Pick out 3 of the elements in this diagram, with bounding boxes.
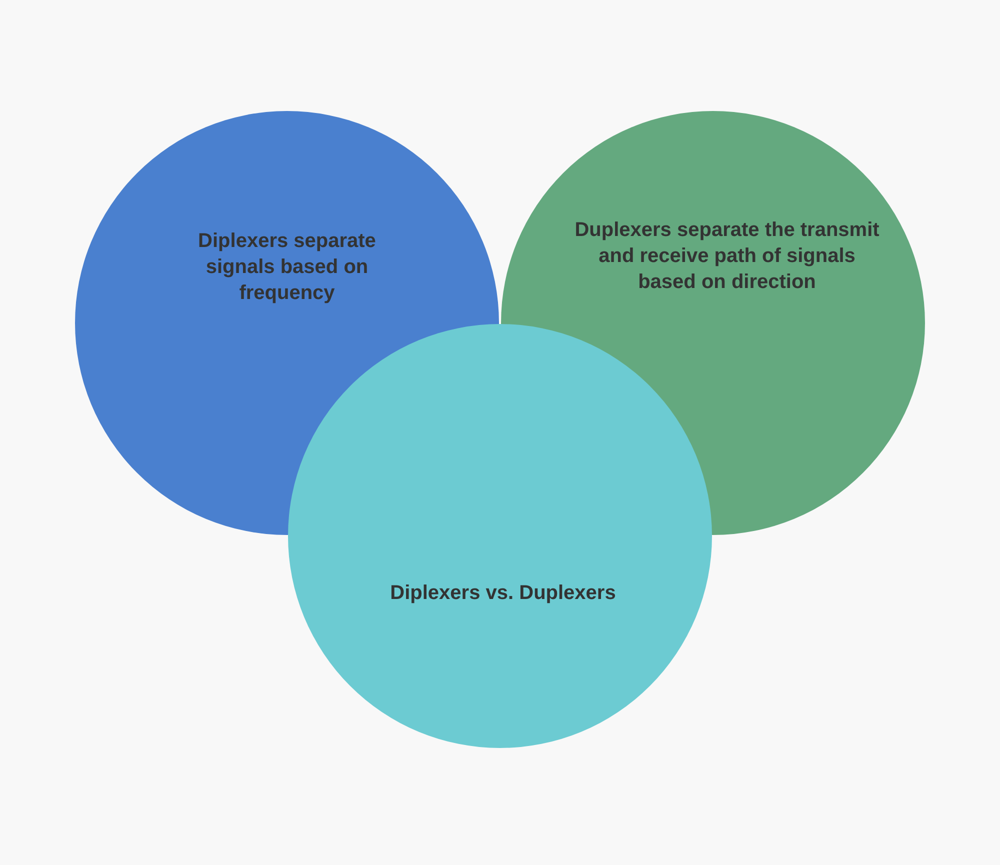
- circle-text: Diplexers separate signals based on frequency: [197, 229, 377, 306]
- circle-text: Diplexers vs. Duplexers: [389, 581, 617, 606]
- circle-text: Duplexers separate the transmit and receive path of signals based on direction: [574, 218, 880, 295]
